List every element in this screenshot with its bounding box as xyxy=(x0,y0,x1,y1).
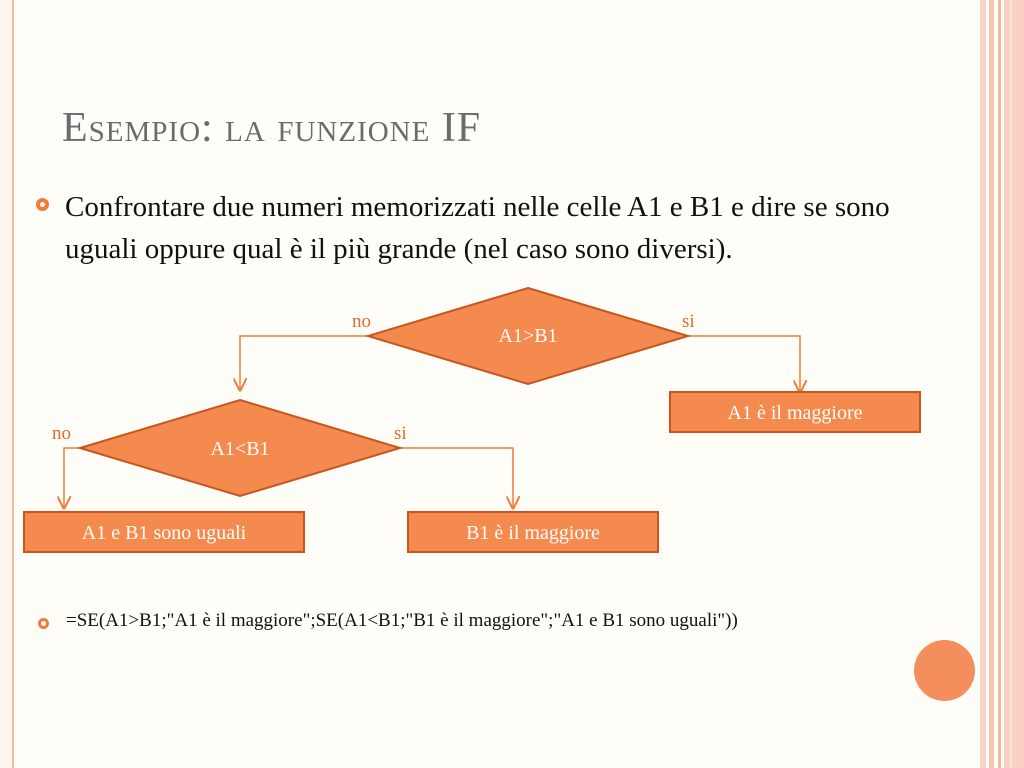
left-frame-border xyxy=(0,0,14,768)
bullet-text-description: Confrontare due numeri memorizzati nelle… xyxy=(65,191,890,265)
yes-label-1: si xyxy=(682,311,695,332)
yes-label-2: si xyxy=(394,423,407,444)
result-box-equal xyxy=(23,511,305,553)
result-label-b1-greater: B1 è il maggiore xyxy=(466,522,600,544)
right-frame-stripe xyxy=(998,0,1001,768)
right-frame-stripe xyxy=(980,0,986,768)
connector-no-1 xyxy=(240,335,368,390)
no-label-2: no xyxy=(52,423,71,444)
result-box-b1-greater xyxy=(407,511,659,553)
bullet-circle-icon xyxy=(38,618,49,629)
no-label-1: no xyxy=(352,311,371,332)
result-label-equal: A1 e B1 sono uguali xyxy=(82,522,247,544)
bullet-circle-icon xyxy=(36,198,49,211)
decision-label-a1-gt-b1: A1>B1 xyxy=(498,325,557,347)
connector-no-2 xyxy=(64,447,80,508)
right-frame-stripe xyxy=(1010,0,1012,768)
decision-label-a1-lt-b1: A1<B1 xyxy=(210,438,269,460)
decision-diamond-a1-lt-b1 xyxy=(76,398,404,498)
connector-yes-1 xyxy=(688,335,800,392)
right-frame-stripe xyxy=(989,0,994,768)
decorative-circle xyxy=(914,640,975,701)
result-box-a1-greater xyxy=(669,391,921,433)
right-frame-stripe xyxy=(1004,0,1024,768)
connector-yes-2 xyxy=(400,447,513,508)
result-label-a1-greater: A1 è il maggiore xyxy=(728,402,863,424)
slide-title: Esempio: la funzione IF xyxy=(62,105,482,151)
bullet-text-formula: =SE(A1>B1;"A1 è il maggiore";SE(A1<B1;"B… xyxy=(66,610,738,631)
decision-diamond-a1-gt-b1 xyxy=(364,286,692,386)
